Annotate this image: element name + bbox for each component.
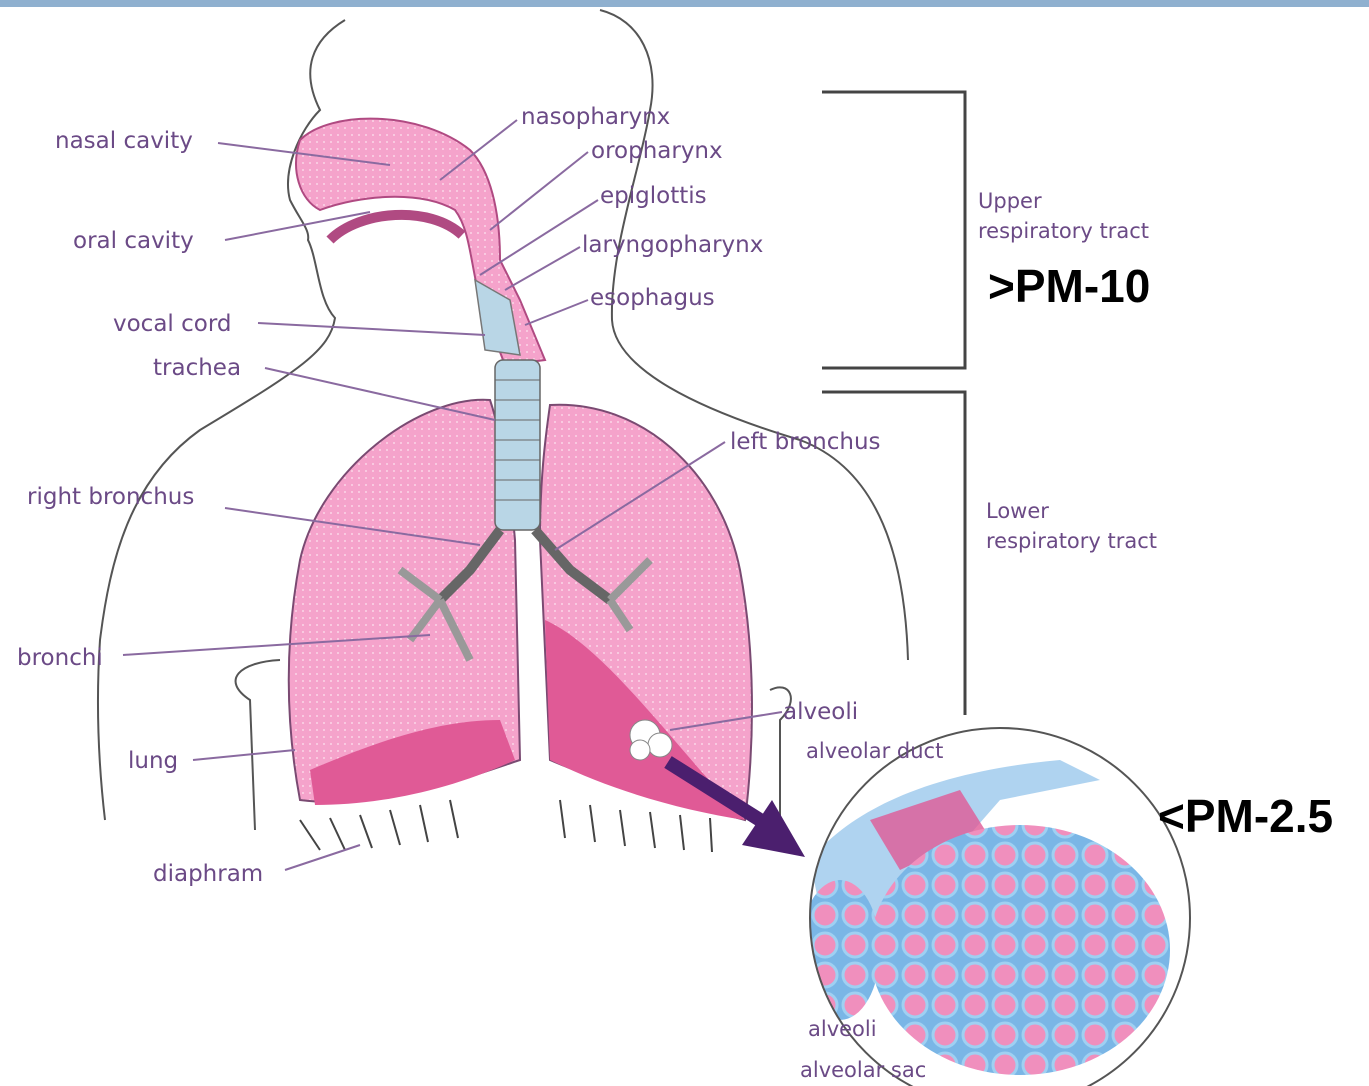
label-upper-line1: Upper: [978, 189, 1042, 213]
label-nasal-cavity: nasal cavity: [55, 128, 193, 154]
label-left-bronchus: left bronchus: [730, 429, 881, 455]
diaphragm-hatching: [300, 800, 712, 852]
label-alveoli-inset: alveoli: [808, 1017, 877, 1041]
region-brackets: [822, 92, 965, 715]
label-lower-line2: respiratory tract: [986, 529, 1157, 553]
label-epiglottis: epiglottis: [600, 183, 707, 209]
pm25-label: <PM-2.5: [1158, 790, 1333, 842]
label-right-bronchus: right bronchus: [27, 484, 194, 510]
label-oral-cavity: oral cavity: [73, 228, 194, 254]
label-alveolar-duct: alveolar duct: [806, 739, 943, 763]
pm10-label: >PM-10: [988, 260, 1150, 312]
label-bronchi: bronchi: [17, 645, 103, 671]
label-lung: lung: [128, 748, 178, 774]
label-alveoli: alveoli: [783, 699, 858, 725]
label-laryngopharynx: laryngopharynx: [582, 232, 763, 258]
label-lower-line1: Lower: [986, 499, 1049, 523]
label-trachea: trachea: [153, 355, 241, 381]
label-vocal-cord: vocal cord: [113, 311, 232, 337]
label-oropharynx: oropharynx: [591, 138, 723, 164]
label-upper-line2: respiratory tract: [978, 219, 1149, 243]
label-nasopharynx: nasopharynx: [521, 104, 670, 130]
label-diaphram: diaphram: [153, 861, 263, 887]
label-alveolar-sac: alveolar sac: [800, 1058, 926, 1082]
label-esophagus: esophagus: [590, 285, 715, 311]
